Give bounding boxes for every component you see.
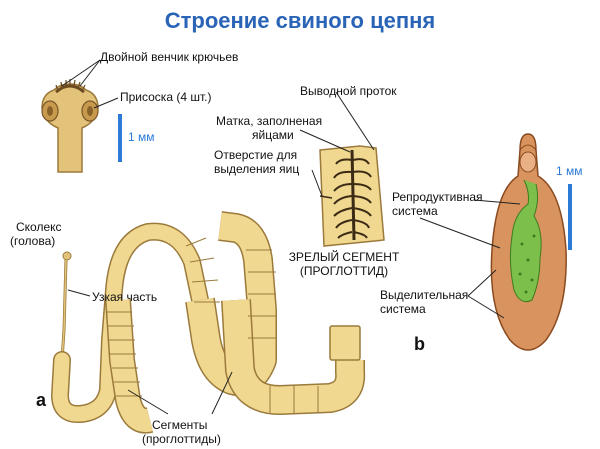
- label-repro-2: система: [392, 204, 438, 218]
- scale-bar-head: [118, 114, 122, 162]
- panel-letter-a: а: [36, 390, 47, 410]
- label-uterus-1: Матка, заполненая: [216, 114, 323, 128]
- scale-label-egg: 1 мм: [556, 164, 583, 178]
- label-scolex-2: (голова): [10, 234, 56, 248]
- scolex-head-illustration: [41, 79, 99, 173]
- page-title: Строение свиного цепня: [164, 8, 436, 33]
- scale-label-head: 1 мм: [128, 130, 155, 144]
- label-mature-1: ЗРЕЛЫЙ СЕГМЕНТ: [288, 250, 400, 264]
- label-opening-2: выделения яиц: [214, 162, 300, 176]
- label-sucker: Присоска (4 шт.): [120, 90, 212, 104]
- label-hooks: Двойной венчик крючьев: [100, 50, 239, 64]
- label-excr-2: система: [380, 302, 426, 316]
- reproductive-illustration: [490, 133, 567, 351]
- mature-segment-illustration: [319, 145, 385, 247]
- scale-bar-egg: [568, 184, 572, 250]
- label-scolex-1: Сколекс: [16, 220, 62, 234]
- panel-letter-b: b: [414, 334, 425, 354]
- label-segments-2: (проглоттиды): [142, 432, 221, 446]
- whole-worm-illustration: [50, 211, 366, 434]
- label-opening-1: Отверстие для: [214, 148, 298, 162]
- label-mature-2: (ПРОГЛОТТИД): [299, 264, 389, 278]
- label-repro-1: Репродуктивная: [392, 190, 483, 204]
- label-excr-1: Выделительная: [380, 288, 469, 302]
- label-neck: Узкая часть: [92, 290, 158, 304]
- label-segments-1: Сегменты: [152, 418, 208, 432]
- label-uterus-2: яйцами: [252, 128, 294, 142]
- label-duct: Выводной проток: [300, 84, 397, 98]
